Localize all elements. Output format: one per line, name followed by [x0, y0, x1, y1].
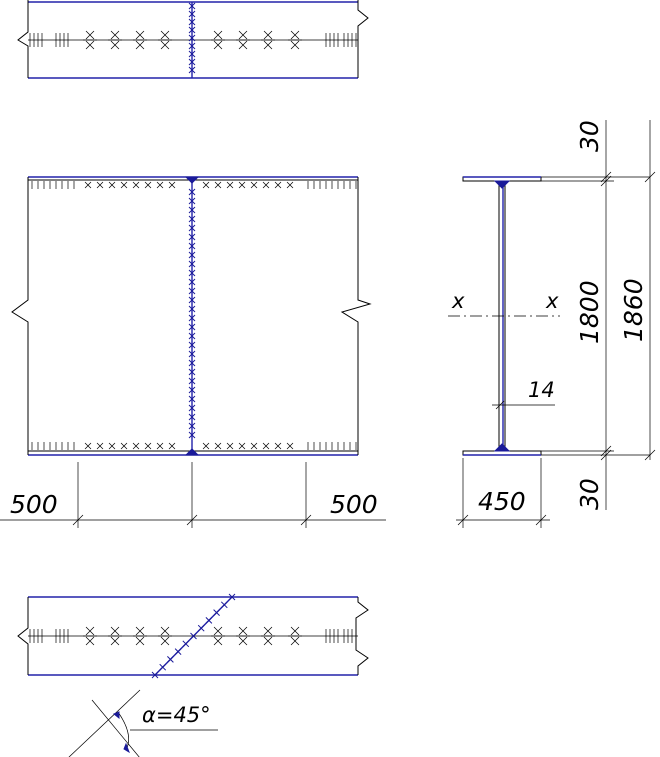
dim-total-height: 1860	[619, 278, 648, 342]
break-line-right	[357, 0, 369, 78]
axis-label-left: x	[451, 289, 465, 313]
diagonal-butt-weld	[151, 593, 236, 679]
angle-label: α=45°	[142, 703, 211, 727]
flange-weld-row	[29, 626, 357, 646]
axis-label-right: x	[545, 289, 559, 313]
beam-cross-section: x x 14 450 30 1800 1860 30	[448, 120, 656, 528]
top-flange-plan-view	[17, 0, 369, 79]
dim-flange-width: 450	[478, 487, 526, 516]
break-line-right	[340, 177, 372, 455]
fillet-weld-bottom-row	[31, 442, 357, 450]
fillet-weld-top-row	[31, 181, 357, 189]
break-line-left	[17, 597, 29, 675]
dim-bottom-flange-thickness: 30	[575, 478, 604, 510]
dim-top-flange-thickness: 30	[575, 120, 604, 152]
dim-right-offset: 500	[330, 490, 378, 519]
web-butt-weld	[188, 188, 196, 439]
dim-web-thickness: 14	[528, 378, 555, 402]
flange-weld-row	[29, 30, 357, 50]
dim-left-offset: 500	[10, 490, 58, 519]
break-line-left	[17, 0, 29, 78]
flange-butt-weld	[188, 2, 196, 74]
dim-web-height: 1800	[575, 280, 604, 344]
break-line-left	[11, 177, 29, 455]
bottom-flange-plan-view: α=45°	[17, 593, 369, 757]
beam-elevation-view: 500 500	[0, 176, 386, 528]
